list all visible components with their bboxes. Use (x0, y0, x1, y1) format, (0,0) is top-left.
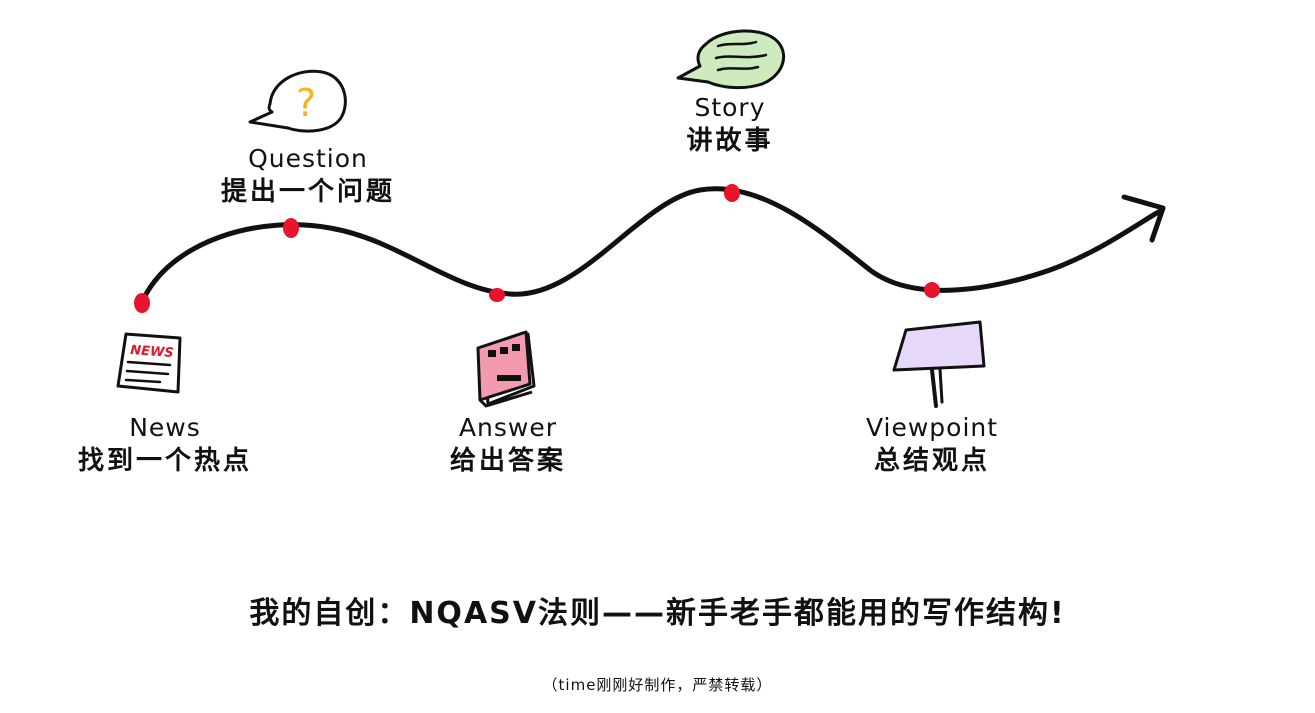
step-zh-viewpoint: 总结观点 (873, 446, 990, 476)
step-dot-answer (489, 288, 505, 302)
step-zh-story: 讲故事 (686, 126, 774, 156)
signpost-icon (892, 320, 986, 408)
arrow-head-icon (1121, 194, 1166, 243)
step-zh-question: 提出一个问题 (220, 177, 395, 207)
step-zh-news: 找到一个热点 (77, 446, 252, 476)
step-dot-viewpoint (924, 282, 940, 298)
step-en-news: News (129, 413, 201, 442)
step-zh-answer: 给出答案 (449, 446, 566, 476)
step-label-news: News 找到一个热点 (55, 412, 275, 478)
speech-bubble-icon (676, 29, 785, 90)
question-bubble-icon: ? (248, 69, 347, 133)
question-mark-text: ? (296, 81, 316, 125)
headline: 我的自创：NQASV法则——新手老手都能用的写作结构! (249, 596, 1066, 631)
newspaper-icon: NEWS (116, 332, 182, 394)
step-dot-question (283, 218, 299, 238)
step-label-story: Story 讲故事 (620, 92, 840, 158)
footnote: （time刚刚好制作，严禁转载） (542, 676, 773, 694)
newspaper-icon-text: NEWS (130, 343, 174, 361)
step-dot-story (724, 184, 740, 202)
book-icon (476, 330, 536, 408)
step-dot-news (134, 293, 150, 313)
timeline-curve (139, 186, 1165, 305)
step-label-viewpoint: Viewpoint 总结观点 (822, 412, 1042, 478)
step-en-story: Story (694, 93, 766, 122)
step-label-answer: Answer 给出答案 (398, 412, 618, 478)
step-en-question: Question (248, 144, 368, 173)
step-en-viewpoint: Viewpoint (865, 413, 999, 442)
step-label-question: Question 提出一个问题 (198, 143, 418, 209)
step-en-answer: Answer (458, 413, 558, 442)
